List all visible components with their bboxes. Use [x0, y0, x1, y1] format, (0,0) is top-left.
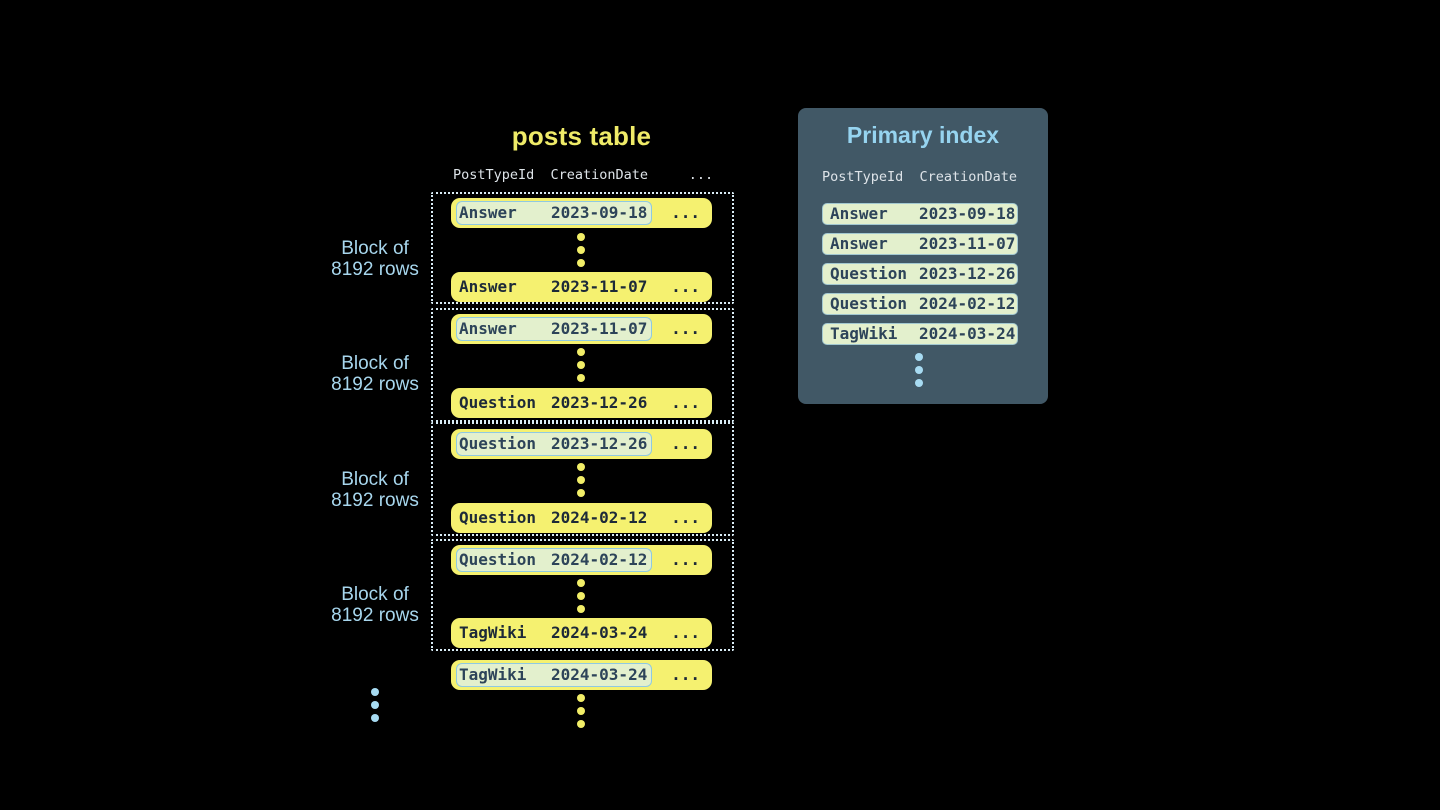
block-label-line1: Block of — [341, 238, 409, 259]
block-label-line2: 8192 rows — [331, 374, 419, 395]
row-ellipsis: ... — [671, 623, 700, 642]
table-row-block2-last: Question 2023-12-26 ... — [451, 388, 712, 418]
table-row-block3-last: Question 2024-02-12 ... — [451, 503, 712, 533]
post-type-cell: Answer — [459, 277, 517, 296]
post-type-cell: Answer — [830, 234, 888, 253]
posts-table-column-headers: PostTypeId CreationDate ... — [453, 167, 714, 183]
block-outline-1 — [431, 192, 734, 304]
table-row-block4-first: Question 2024-02-12 ... — [451, 545, 712, 575]
block-label-line2: 8192 rows — [331, 490, 419, 511]
post-type-cell: Question — [830, 294, 908, 313]
row-highlight-pill — [456, 201, 652, 225]
block-label-line2: 8192 rows — [331, 259, 419, 280]
post-type-cell: TagWiki — [459, 665, 527, 684]
creation-date-cell: 2023-09-18 — [919, 204, 1016, 223]
ellipsis-dots-icon — [577, 348, 585, 387]
block-outline-3 — [431, 422, 734, 536]
row-ellipsis: ... — [671, 393, 700, 412]
creation-date-cell: 2024-03-24 — [551, 665, 648, 684]
row-ellipsis: ... — [671, 434, 700, 453]
row-ellipsis: ... — [671, 665, 700, 684]
creation-date-cell: 2023-11-07 — [551, 319, 648, 338]
creation-date-cell: 2024-03-24 — [919, 324, 1016, 343]
post-type-cell: Question — [459, 550, 537, 569]
ellipsis-dots-icon — [577, 463, 585, 502]
block-label-4: Block of 8192 rows — [303, 584, 447, 626]
posts-table-title: posts table — [511, 121, 652, 151]
row-highlight-pill — [456, 548, 652, 572]
table-row-block4-last: TagWiki 2024-03-24 ... — [451, 618, 712, 648]
ellipsis-dots-icon — [577, 694, 585, 733]
table-row-block1-last: Answer 2023-11-07 ... — [451, 272, 712, 302]
post-type-cell: TagWiki — [459, 623, 527, 642]
row-ellipsis: ... — [671, 508, 700, 527]
row-ellipsis: ... — [671, 203, 700, 222]
creation-date-cell: 2024-03-24 — [551, 623, 648, 642]
post-type-cell: Question — [459, 393, 537, 412]
table-row-block3-first: Question 2023-12-26 ... — [451, 429, 712, 459]
block-label-3: Block of 8192 rows — [303, 469, 447, 511]
block-outline-4 — [431, 539, 734, 651]
row-ellipsis: ... — [671, 277, 700, 296]
row-ellipsis: ... — [671, 550, 700, 569]
table-row-overflow: TagWiki 2024-03-24 ... — [451, 660, 712, 690]
block-label-1: Block of 8192 rows — [303, 238, 447, 280]
post-type-cell: Answer — [459, 203, 517, 222]
row-highlight-pill — [456, 432, 652, 456]
row-highlight-pill — [456, 663, 652, 687]
ellipsis-dots-icon — [577, 233, 585, 272]
post-type-cell: Question — [459, 434, 537, 453]
creation-date-cell: 2023-09-18 — [551, 203, 648, 222]
creation-date-cell: 2023-11-07 — [919, 234, 1016, 253]
block-label-2: Block of 8192 rows — [303, 353, 447, 395]
more-entries-dots-icon — [915, 353, 923, 392]
block-label-line1: Block of — [341, 353, 409, 374]
index-entry: Answer 2023-09-18 — [822, 203, 1018, 225]
post-type-cell: TagWiki — [830, 324, 898, 343]
creation-date-cell: 2023-11-07 — [551, 277, 648, 296]
table-row-block1-first: Answer 2023-09-18 ... — [451, 198, 712, 228]
block-outline-2 — [431, 308, 734, 422]
index-entry: Question 2024-02-12 — [822, 293, 1018, 315]
primary-index-title: Primary index — [846, 122, 1000, 148]
more-blocks-dots-icon — [371, 688, 379, 727]
creation-date-cell: 2023-12-26 — [551, 393, 648, 412]
creation-date-cell: 2023-12-26 — [551, 434, 648, 453]
creation-date-cell: 2024-02-12 — [551, 550, 648, 569]
table-row-block2-first: Answer 2023-11-07 ... — [451, 314, 712, 344]
creation-date-cell: 2023-12-26 — [919, 264, 1016, 283]
block-label-line1: Block of — [341, 469, 409, 490]
row-ellipsis: ... — [671, 319, 700, 338]
post-type-cell: Answer — [830, 204, 888, 223]
index-entry: TagWiki 2024-03-24 — [822, 323, 1018, 345]
index-entry: Answer 2023-11-07 — [822, 233, 1018, 255]
row-highlight-pill — [456, 317, 652, 341]
creation-date-cell: 2024-02-12 — [919, 294, 1016, 313]
post-type-cell: Answer — [459, 319, 517, 338]
post-type-cell: Question — [459, 508, 537, 527]
ellipsis-dots-icon — [577, 579, 585, 618]
index-entry: Question 2023-12-26 — [822, 263, 1018, 285]
post-type-cell: Question — [830, 264, 908, 283]
primary-index-column-headers: PostTypeId CreationDate — [822, 169, 1018, 185]
block-label-line1: Block of — [341, 584, 409, 605]
creation-date-cell: 2024-02-12 — [551, 508, 648, 527]
primary-index-panel: Primary index PostTypeId CreationDate An… — [798, 108, 1048, 404]
block-label-line2: 8192 rows — [331, 605, 419, 626]
